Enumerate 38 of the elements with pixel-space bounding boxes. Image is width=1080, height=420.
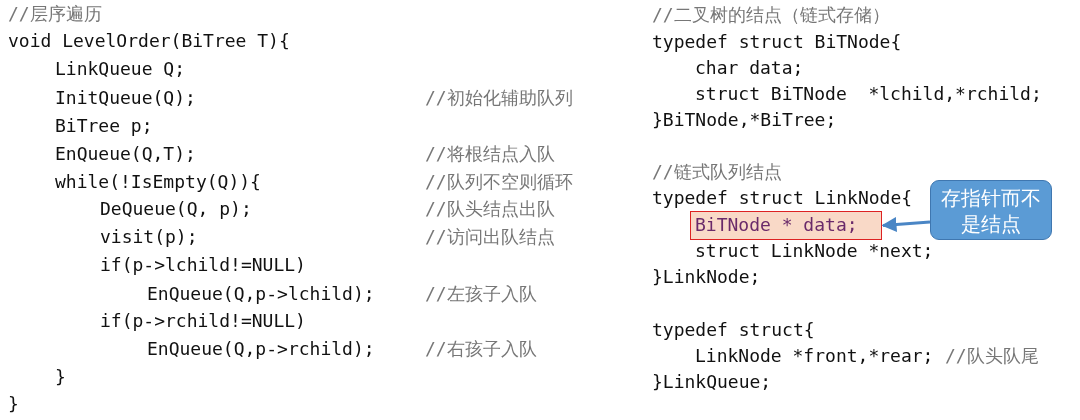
code-line: }BiTNode,*BiTree;	[652, 109, 837, 131]
code-comment: //二叉树的结点（链式存储）	[652, 4, 890, 26]
callout-pointer	[881, 217, 931, 232]
code-comment: //层序遍历	[8, 3, 102, 25]
code-line: void LevelOrder(BiTree T){	[8, 30, 290, 52]
code-line: InitQueue(Q);	[55, 87, 196, 109]
code-line: }	[55, 366, 66, 388]
code-line: typedef struct BiTNode{	[652, 31, 902, 53]
code-line: LinkQueue Q;	[55, 58, 186, 80]
highlight-box: BiTNode * data;	[690, 211, 882, 240]
code-line: char data;	[695, 57, 804, 79]
code-line: struct LinkNode *next;	[695, 240, 934, 262]
code-line: EnQueue(Q,p->rchild);	[147, 338, 375, 360]
code-comment: //初始化辅助队列	[425, 87, 573, 109]
code-comment: //队列不空则循环	[425, 171, 573, 193]
code-line: LinkNode *front,*rear;	[695, 345, 934, 367]
code-line: if(p->rchild!=NULL)	[100, 310, 306, 332]
code-line: }LinkNode;	[652, 266, 761, 288]
code-line: }	[8, 393, 19, 415]
code-line: if(p->lchild!=NULL)	[100, 254, 306, 276]
code-line: EnQueue(Q,p->lchild);	[147, 283, 375, 305]
code-comment: //访问出队结点	[425, 226, 555, 248]
code-line: BiTree p;	[55, 115, 153, 137]
code-line: visit(p);	[100, 226, 198, 248]
code-line: while(!IsEmpty(Q)){	[55, 171, 261, 193]
code-line: typedef struct{	[652, 319, 815, 341]
code-line: typedef struct LinkNode{	[652, 187, 913, 209]
code-comment: //队头队尾	[945, 345, 1039, 367]
code-comment: //将根结点入队	[425, 143, 555, 165]
code-line: }LinkQueue;	[652, 371, 772, 393]
code-line: DeQueue(Q, p);	[100, 198, 252, 220]
code-line: struct BiTNode *lchild,*rchild;	[695, 83, 1042, 105]
code-comment: //链式队列结点	[652, 161, 782, 183]
code-line: EnQueue(Q,T);	[55, 143, 196, 165]
code-comment: //队头结点出队	[425, 198, 555, 220]
code-comment: //左孩子入队	[425, 283, 537, 305]
code-comment: //右孩子入队	[425, 338, 537, 360]
callout-bubble: 存指针而不是结点	[930, 180, 1052, 240]
